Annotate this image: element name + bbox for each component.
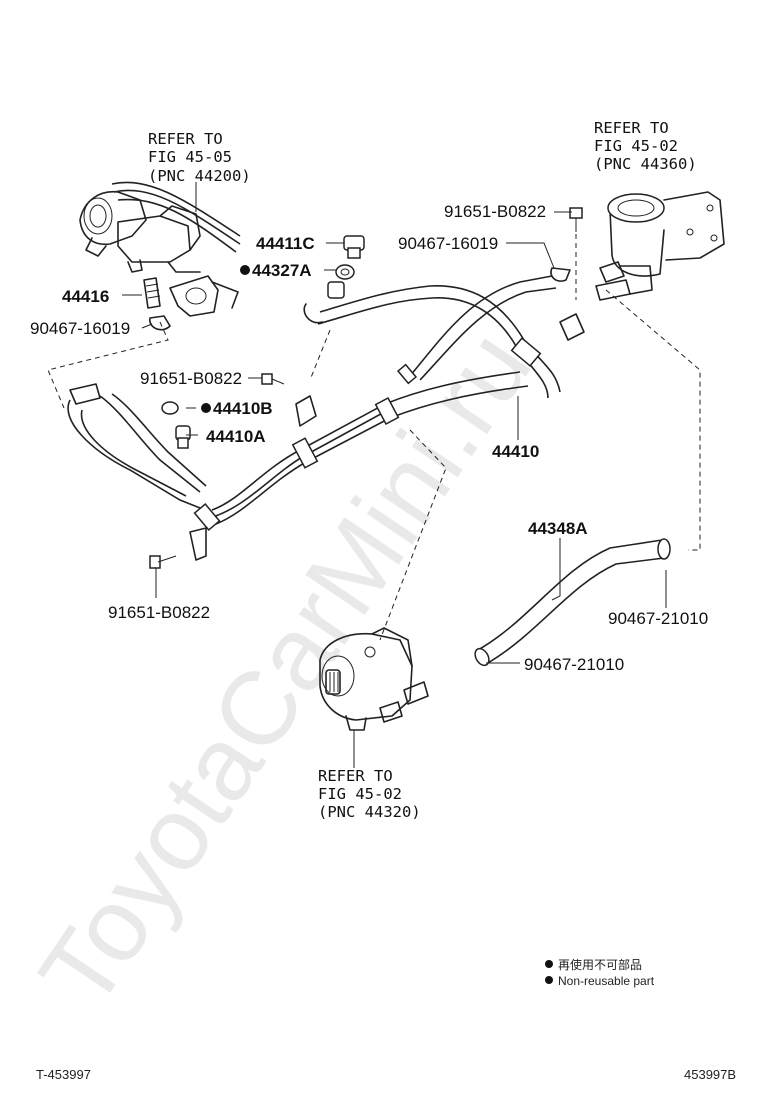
- part-label-44410B: 44410B: [213, 399, 273, 418]
- part-label-90467-16019-left: 90467-16019: [30, 319, 130, 338]
- ref-bottom: REFER TO FIG 45-02 (PNC 44320): [318, 767, 421, 821]
- part-label-91651-mid: 91651-B0822: [140, 369, 242, 388]
- non-reusable-dot-44327A: [240, 265, 250, 275]
- hardware: [143, 207, 583, 569]
- ref-top-right: REFER TO FIG 45-02 (PNC 44360): [594, 119, 697, 173]
- ref-bottom-line2: FIG 45-02: [318, 785, 402, 803]
- pressure-feed-tube-assembly: [67, 275, 585, 561]
- ref-top-left-line2: FIG 45-05: [148, 148, 232, 166]
- legend-dot-jp: [545, 960, 553, 968]
- part-label-90467-21010-right: 90467-21010: [608, 609, 708, 628]
- ref-top-right-line2: FIG 45-02: [594, 137, 678, 155]
- part-label-44411C: 44411C: [256, 234, 315, 253]
- pump-illustration: [319, 627, 429, 731]
- part-label-90467-16019-right: 90467-16019: [398, 234, 498, 253]
- footer-left-code: T-453997: [36, 1067, 91, 1082]
- ref-bottom-line1: REFER TO: [318, 767, 393, 785]
- part-label-44416: 44416: [62, 287, 109, 306]
- return-hose-44348A: [474, 538, 671, 667]
- steering-gear-illustration: [79, 181, 241, 317]
- footer-right-code: 453997B: [684, 1067, 736, 1082]
- ref-bottom-line3: (PNC 44320): [318, 803, 421, 821]
- part-number-labels: 91651-B0822 90467-16019 44411C 44327A 44…: [30, 202, 708, 674]
- ref-top-left-line3: (PNC 44200): [148, 167, 251, 185]
- legend: 再使用不可部品 Non-reusable part: [545, 957, 655, 988]
- ref-top-left-line1: REFER TO: [148, 130, 223, 148]
- dashed-connection-lines: [47, 234, 701, 641]
- legend-text-jp: 再使用不可部品: [558, 957, 642, 972]
- ref-top-right-line3: (PNC 44360): [594, 155, 697, 173]
- legend-dot-en: [545, 976, 553, 984]
- ref-top-left: REFER TO FIG 45-05 (PNC 44200): [148, 130, 251, 185]
- part-label-91651-bottom: 91651-B0822: [108, 603, 210, 622]
- legend-text-en: Non-reusable part: [558, 974, 655, 988]
- part-label-44410A: 44410A: [206, 427, 266, 446]
- part-label-44327A: 44327A: [252, 261, 312, 280]
- part-label-90467-21010-mid: 90467-21010: [524, 655, 624, 674]
- part-label-44410: 44410: [492, 442, 539, 461]
- ref-top-right-line1: REFER TO: [594, 119, 669, 137]
- reservoir-illustration: [595, 191, 725, 301]
- watermark: ToyotaCarMini.ru: [18, 311, 554, 1028]
- non-reusable-dot-44410B: [201, 403, 211, 413]
- part-label-44348A: 44348A: [528, 519, 588, 538]
- part-label-91651-top: 91651-B0822: [444, 202, 546, 221]
- leader-lines: [122, 182, 667, 768]
